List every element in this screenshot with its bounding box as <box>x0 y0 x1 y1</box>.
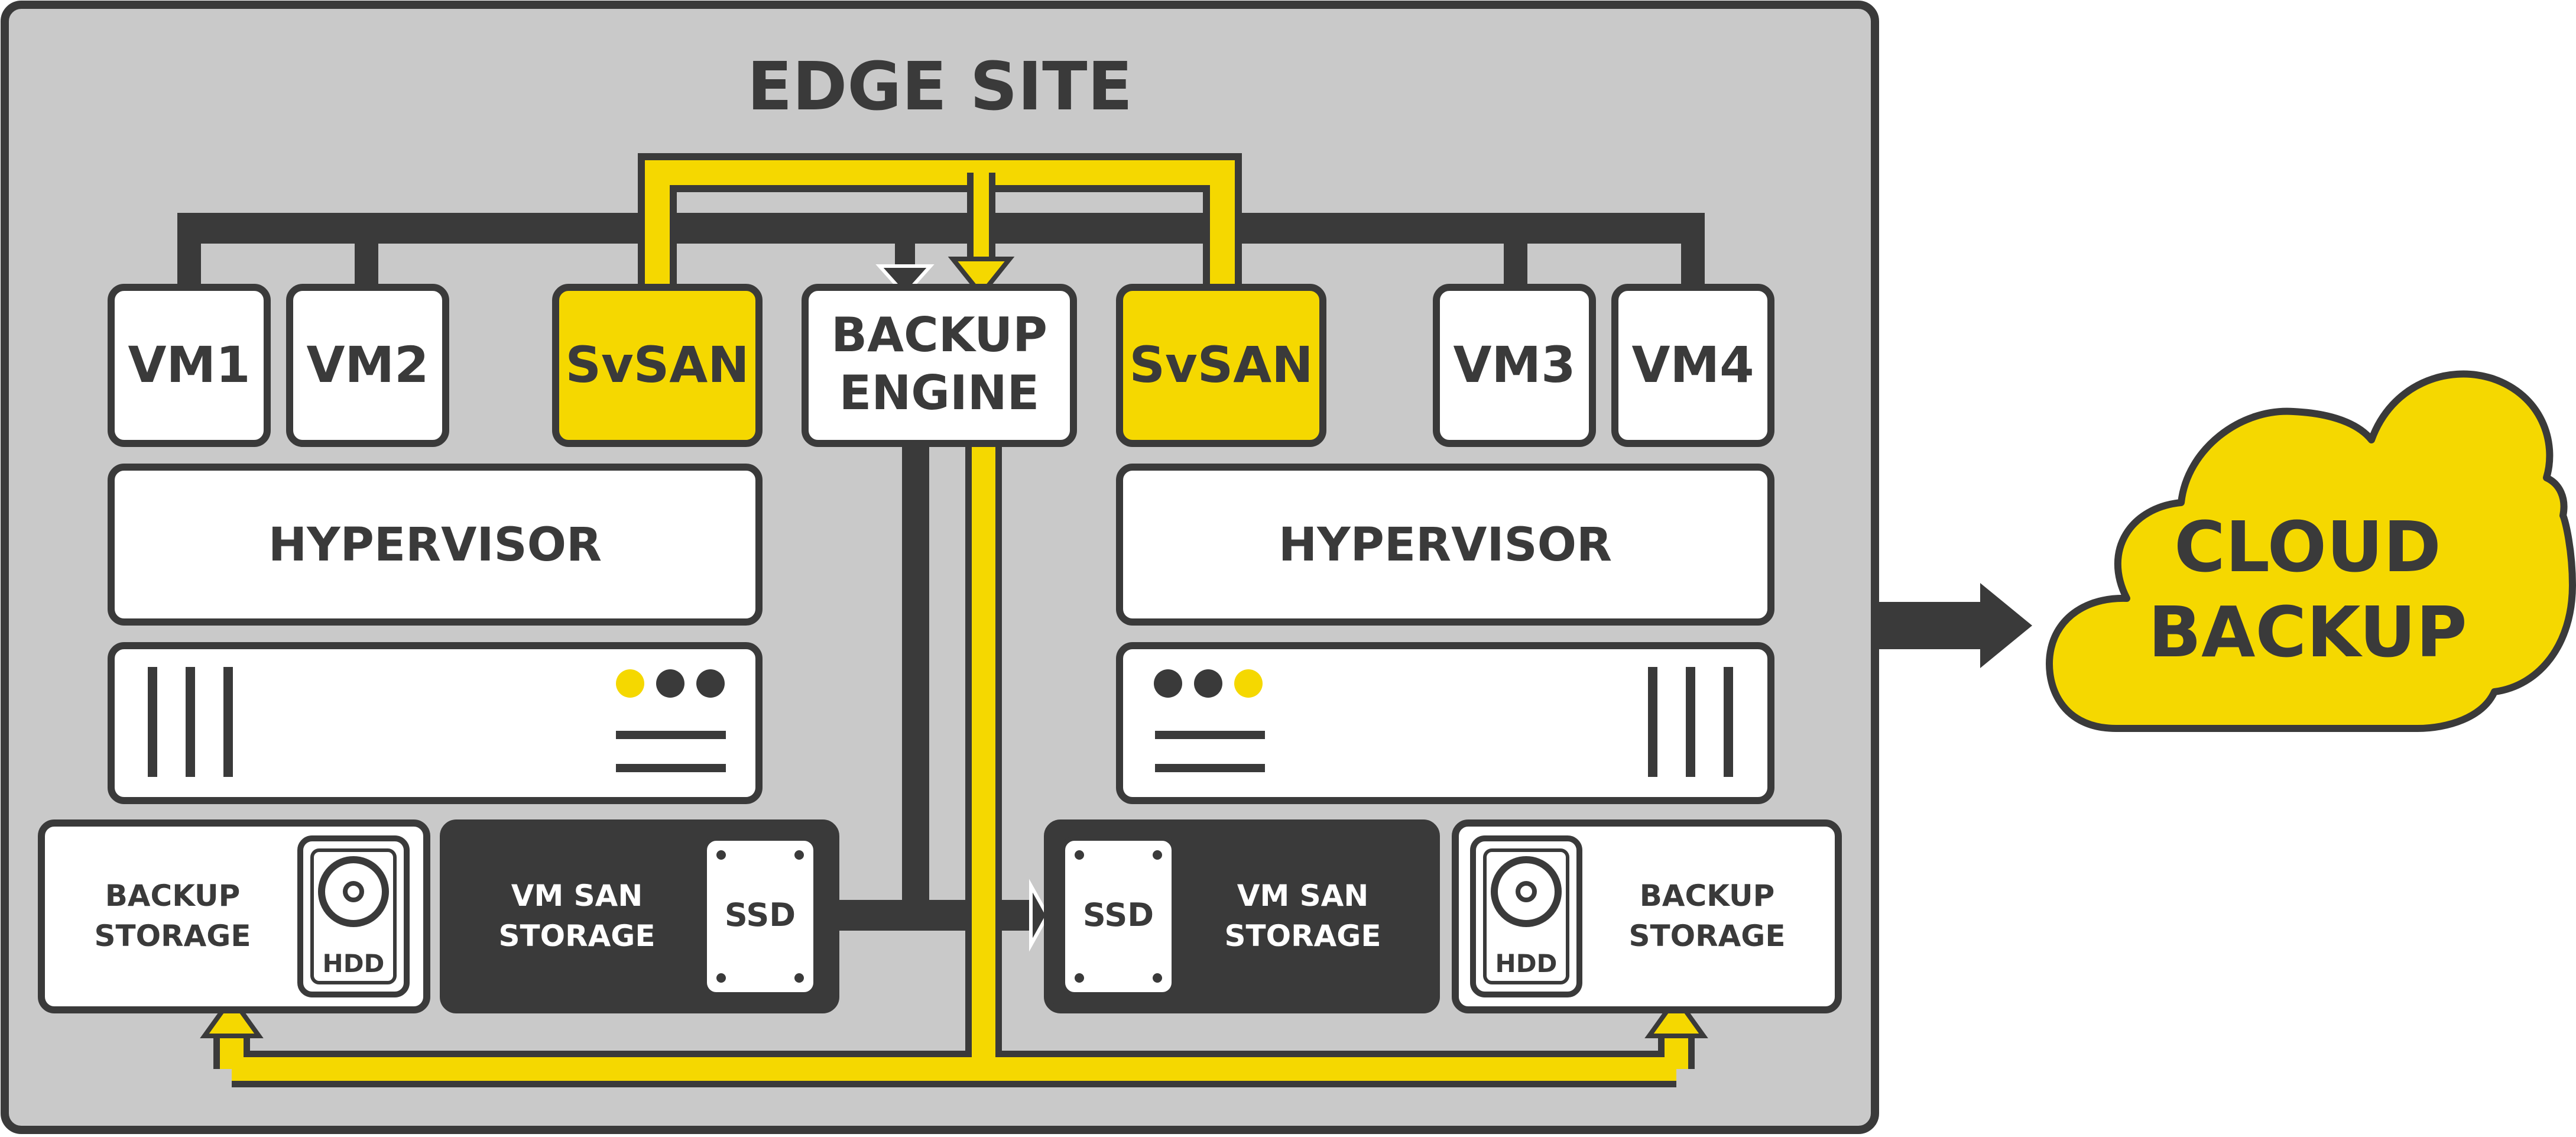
cloud-backup-label-line2: BACKUP <box>2148 591 2467 673</box>
backup-right-arrow-up-icon <box>1644 994 1708 1038</box>
vm2-box <box>286 284 449 447</box>
to-cloud-arrow-icon <box>1877 583 2032 668</box>
edge-site-title: EDGE SITE <box>747 48 1133 125</box>
server-left-box <box>108 642 763 804</box>
vm2-label: VM2 <box>306 336 429 394</box>
ssd-right-icon <box>1060 836 1176 997</box>
vmsan-storage-left-label-line1: VM SAN <box>511 879 643 913</box>
ssd-right-arrow-icon <box>1029 879 1050 952</box>
backup-engine-label-line1: BACKUP <box>831 307 1047 362</box>
vmsan-storage-right-label-line1: VM SAN <box>1237 879 1368 913</box>
ssd-left-label: SSD <box>725 896 796 934</box>
hdd-left-icon <box>297 835 410 997</box>
backup-storage-left-label-line2: STORAGE <box>94 919 251 953</box>
backup-engine-box <box>802 284 1077 447</box>
server-left-drive-slots-icon <box>616 731 726 772</box>
hypervisor-left-label: HYPERVISOR <box>268 519 602 572</box>
backup-storage-right-label-line1: BACKUP <box>1640 879 1775 913</box>
svsan-left-box <box>552 284 763 447</box>
cloud-backup-shape <box>2046 370 2576 732</box>
server-right-drive-slots-icon <box>1155 731 1265 772</box>
vmsan-storage-left-label-line2: STORAGE <box>498 919 655 953</box>
vm1-box <box>108 284 271 447</box>
vm3-box <box>1433 284 1596 447</box>
server-left-status-lights-icon <box>616 669 725 698</box>
server-left-vents-icon <box>148 667 233 777</box>
server-right-vents-icon <box>1648 667 1733 777</box>
server-right-status-lights-icon <box>1154 669 1263 698</box>
vm4-label: VM4 <box>1631 336 1754 394</box>
svsan-left-label: SvSAN <box>565 336 749 394</box>
engine-ssd-line <box>902 438 929 916</box>
bus-arrow-down-icon <box>875 264 935 297</box>
hdd-right-label: HDD <box>1495 949 1558 978</box>
cloud-backup-label-line1: CLOUD <box>2174 506 2441 588</box>
backup-storage-left-label-line1: BACKUP <box>105 879 241 913</box>
hypervisor-left-box <box>108 464 763 626</box>
vm-bus-connector <box>177 213 1705 290</box>
svsan-right-label: SvSAN <box>1129 336 1313 394</box>
backup-storage-right-label-line2: STORAGE <box>1628 919 1785 953</box>
ssd-left-icon <box>702 836 818 997</box>
hypervisor-right-label: HYPERVISOR <box>1279 519 1612 572</box>
vmsan-storage-right-label-line2: STORAGE <box>1224 919 1381 953</box>
hdd-right-icon <box>1470 835 1582 997</box>
vm3-label: VM3 <box>1453 336 1575 394</box>
hdd-left-label: HDD <box>323 949 385 978</box>
hypervisor-right-box <box>1116 464 1774 626</box>
backup-engine-label-line2: ENGINE <box>839 365 1040 420</box>
ssd-right-label: SSD <box>1083 896 1154 934</box>
svsan-right-box <box>1116 284 1326 447</box>
server-right-box <box>1116 642 1774 804</box>
backup-left-arrow-up-icon <box>200 994 264 1038</box>
vm4-box <box>1611 284 1774 447</box>
sync-arrow-down-icon <box>948 257 1015 299</box>
vm1-label: VM1 <box>128 336 250 394</box>
